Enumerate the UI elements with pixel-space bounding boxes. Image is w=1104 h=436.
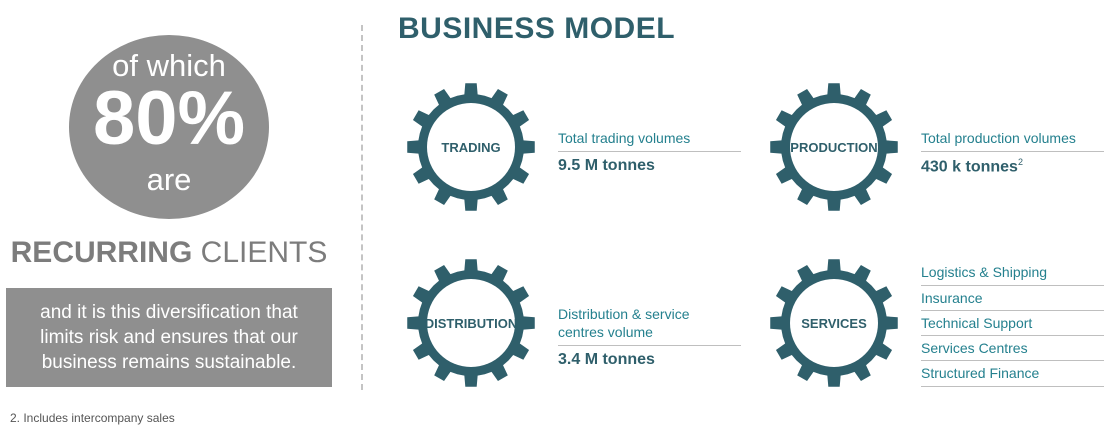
gear-icon [770,83,898,211]
gear-icon [770,259,898,387]
distribution-underline [558,345,741,346]
recurring-clients-circle: of which 80% are [69,35,269,219]
gear-hub [790,279,878,367]
box-line: business remains sustainable. [41,352,297,373]
distribution-volume-label: Distribution & service centres volume [558,305,690,341]
dashed-divider [361,25,363,390]
circle-line-are: are [146,162,192,197]
gear-icon [407,259,535,387]
production-value-text: 430 k tonnes [921,158,1018,176]
services-gear: SERVICES [768,257,900,389]
service-divider [921,335,1104,336]
distribution-gear: DISTRIBUTION [405,257,537,389]
trading-volume-label: Total trading volumes [558,130,691,146]
production-gear: PRODUCTION [768,81,900,213]
trading-underline [558,151,741,152]
gear-hub [427,103,515,191]
service-item: Structured Finance [921,365,1040,381]
circle-line-of-which: of which [112,48,226,83]
circle-percent: 80% [92,76,246,161]
footnote: 2. Includes intercompany sales [10,411,175,425]
gear-icon [407,83,535,211]
distribution-volume-value: 3.4 M tonnes [558,351,655,368]
service-divider [921,386,1104,387]
trading-volume-value: 9.5 M tonnes [558,157,655,174]
distribution-label-line1: Distribution & service [558,306,690,322]
page-title: BUSINESS MODEL [398,12,676,45]
gear-hub [427,279,515,367]
recurring-light: CLIENTS [200,236,328,269]
service-divider [921,360,1104,361]
recurring-bold: RECURRING [10,236,193,269]
production-volume-label: Total production volumes [921,130,1076,146]
service-item: Logistics & Shipping [921,264,1048,280]
box-line: limits risk and ensures that our [40,327,298,348]
service-item: Services Centres [921,340,1028,356]
distribution-label-line2: centres volume [558,324,653,340]
services-gear-label: SERVICES [801,315,867,331]
service-item: Insurance [921,290,983,306]
trading-gear: TRADING [405,81,537,213]
production-volume-value: 430 k tonnes2 [921,157,1023,176]
trading-gear-label: TRADING [441,139,501,155]
footnote-marker: 2 [1017,157,1023,167]
distribution-gear-label: DISTRIBUTION [424,315,518,331]
production-gear-label: PRODUCTION [790,139,878,155]
production-underline [921,151,1104,152]
gear-hub [790,103,878,191]
diversification-box: and it is this diversification that limi… [6,288,332,387]
service-divider [921,285,1104,286]
service-divider [921,310,1104,311]
box-line: and it is this diversification that [40,302,298,323]
service-item: Technical Support [921,315,1033,331]
recurring-clients-heading: RECURRING CLIENTS [0,236,338,270]
